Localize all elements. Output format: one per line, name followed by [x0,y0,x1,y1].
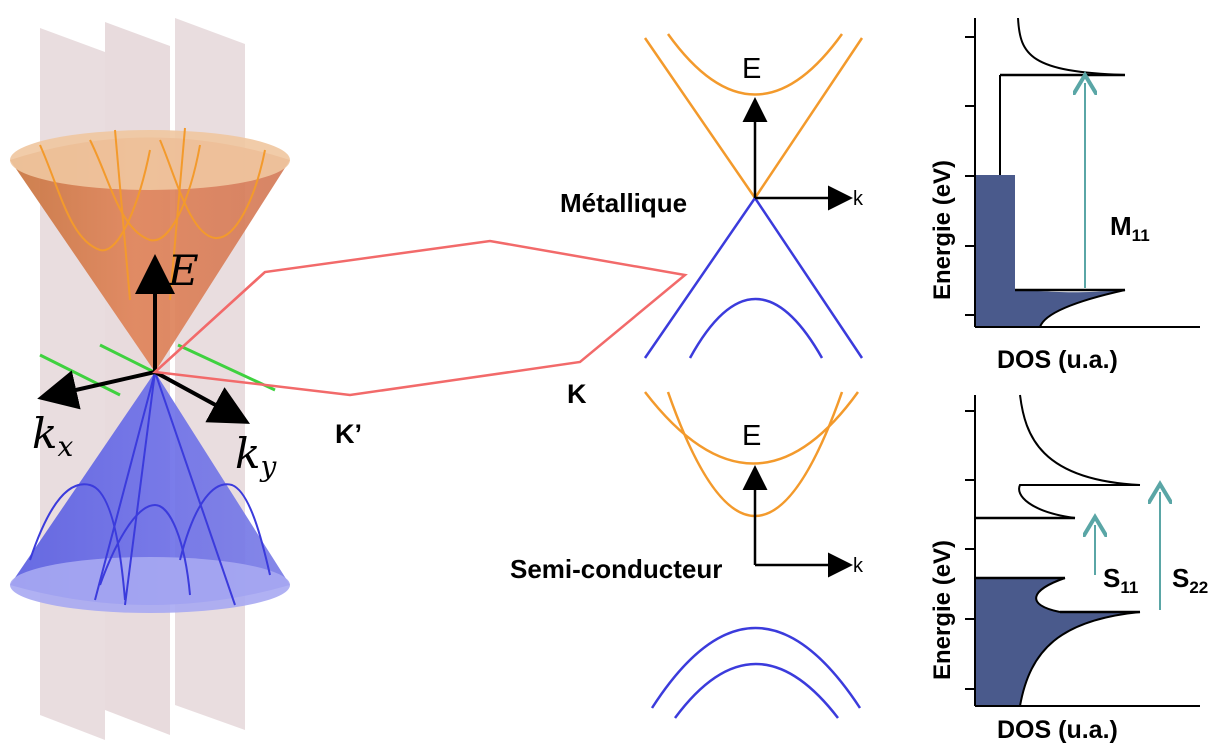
k-prime-point-label: K’ [335,419,362,449]
dos-semi-ylabel: Energie (eV) [929,540,956,680]
m11-transition-label: M11 [1110,211,1150,245]
s11-transition-label: S11 [1103,563,1138,597]
s22-transition-label: S22 [1172,563,1208,597]
metallic-valence-parabola [688,298,824,359]
semi-energy-label: E [742,420,761,452]
dos-semiconductor-plot [965,394,1200,707]
metallic-k-label: k [853,188,864,210]
dos-metallic-ylabel: Energie (eV) [929,160,956,300]
metallic-energy-label: E [742,53,761,85]
m11-subscript: 11 [1132,226,1150,245]
dos-semi-xlabel: DOS (u.a.) [997,716,1118,744]
m11-main: M [1110,211,1132,241]
s22-subscript: 22 [1189,578,1208,597]
ky-subscript: y [258,450,277,483]
s22-main: S [1172,563,1189,593]
valence-cone [10,371,290,613]
k-point-label: K [567,379,587,409]
cone-energy-label: E [167,246,199,295]
kx-main: k [32,409,57,458]
dos-metallic-plot [965,17,1200,328]
dos-metallic-xlabel: DOS (u.a.) [997,346,1118,374]
kx-label: kx [32,409,73,463]
metallic-band-panel [643,33,864,359]
semi-valence-parabola-1 [650,626,862,709]
cone-axes [37,254,251,424]
semiconductor-label: Semi-conducteur [510,554,722,584]
ky-label: ky [235,429,277,483]
s11-subscript: 11 [1120,578,1138,597]
semi-valence-parabola-2 [673,662,839,719]
semi-k-label: k [853,555,864,577]
brillouin-zone [152,239,688,397]
kx-subscript: x [57,430,73,463]
s11-main: S [1103,563,1120,593]
metallic-lower-linear-bands [643,195,864,359]
dirac-cone-panel: E kx ky [10,18,290,740]
metallic-conduction-parabola [666,33,844,96]
semiconductor-band-panel [644,391,862,719]
ky-main: k [235,429,260,478]
metallic-label: Métallique [560,188,687,218]
